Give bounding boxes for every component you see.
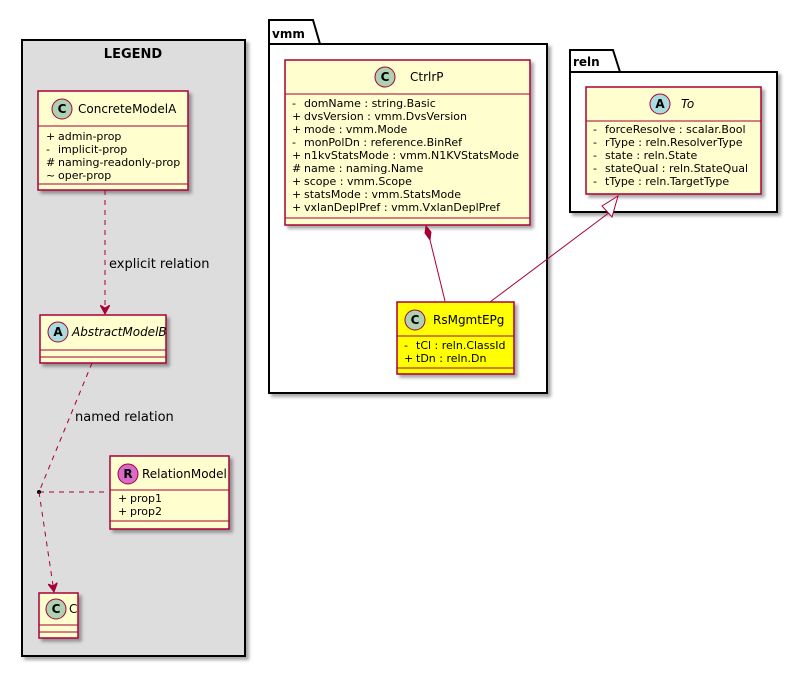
attr-visibility: + (292, 188, 301, 201)
class-c-icon (404, 309, 426, 331)
class-name: CtrlrP (410, 70, 444, 84)
explicit-relation-edge: explicit relation (105, 190, 209, 314)
attr-visibility: - (292, 97, 296, 110)
attr-visibility: + (292, 110, 301, 123)
attr-statequal: stateQual : reln.StateQual (605, 162, 748, 175)
class-name: ConcreteModelA (78, 102, 177, 116)
reln-package-name: reln (573, 55, 600, 69)
ctrlrp-class[interactable]: C CtrlrP - domName : string.Basic + dvsV… (284, 59, 531, 226)
rsmgmtepg-class[interactable]: C RsMgmtEPg - tCl : reln.ClassId + tDn :… (396, 301, 515, 375)
legend-title: LEGEND (104, 47, 163, 62)
prop-visibility: ~ (46, 169, 55, 182)
prop-naming-readonly: naming-readonly-prop (58, 156, 180, 169)
inheritance-edge (489, 194, 619, 303)
attr-visibility: - (404, 339, 408, 352)
class-c-icon (45, 598, 67, 620)
attr-visibility: - (292, 136, 296, 149)
attr-mode: mode : vmm.Mode (304, 123, 408, 136)
attr-visibility: + (292, 149, 301, 162)
attr-ttype: tType : reln.TargetType (605, 175, 729, 188)
attr-rtype: rType : reln.ResolverType (605, 136, 743, 149)
attr-visibility: - (593, 175, 597, 188)
attr-visibility: # (292, 162, 301, 175)
abstract-model-b-class[interactable]: A AbstractModelB (39, 314, 167, 364)
prop-visibility: + (118, 492, 127, 505)
prop-admin: admin-prop (58, 130, 121, 143)
class-r-icon (117, 463, 139, 485)
class-a-icon (649, 93, 671, 115)
class-a-icon (47, 321, 69, 343)
prop-prop1: prop1 (130, 492, 162, 505)
attr-domname: domName : string.Basic (304, 97, 436, 110)
class-name: RsMgmtEPg (433, 313, 504, 327)
class-stereotype-letter: R (123, 467, 132, 481)
attr-visibility: - (593, 136, 597, 149)
class-stereotype-letter: A (53, 325, 63, 339)
composition-edge (424, 224, 446, 302)
explicit-relation-label: explicit relation (109, 257, 209, 272)
attr-visibility: + (292, 201, 301, 214)
attr-visibility: + (292, 175, 301, 188)
class-stereotype-letter: C (58, 102, 67, 116)
composition-diamond-icon (424, 224, 432, 242)
class-stereotype-letter: C (52, 602, 61, 616)
class-name: AbstractModelB (71, 325, 167, 339)
prop-prop2: prop2 (130, 505, 162, 518)
named-relation-edge: named relation (37, 362, 174, 592)
attr-tdn: tDn : reln.Dn (416, 352, 486, 365)
attr-name: name : naming.Name (304, 162, 424, 175)
class-name: To (681, 97, 694, 111)
attr-n1kvstatsmode: n1kvStatsMode : vmm.N1KVStatsMode (304, 149, 519, 162)
prop-visibility: + (118, 505, 127, 518)
class-stereotype-letter: C (411, 313, 420, 327)
attr-vxlandeplpref: vxlanDeplPref : vmm.VxlanDeplPref (304, 201, 501, 214)
attr-visibility: - (593, 123, 597, 136)
class-stereotype-letter: A (655, 97, 665, 111)
attr-scope: scope : vmm.Scope (304, 175, 412, 188)
attr-visibility: + (292, 123, 301, 136)
attr-statsmode: statsMode : vmm.StatsMode (304, 188, 461, 201)
prop-visibility: - (46, 143, 50, 156)
attr-dvsversion: dvsVersion : vmm.DvsVersion (304, 110, 467, 123)
prop-visibility: # (46, 156, 55, 169)
attr-visibility: + (404, 352, 413, 365)
attr-forceresolve: forceResolve : scalar.Bool (605, 123, 746, 136)
class-name: RelationModel (142, 467, 227, 481)
class-name: C (69, 602, 77, 616)
attr-tcl: tCl : reln.ClassId (416, 339, 506, 352)
to-class[interactable]: A To - forceResolve : scalar.Bool - rTyp… (585, 86, 762, 195)
class-c-icon (51, 98, 73, 120)
prop-implicit: implicit-prop (58, 143, 127, 156)
class-c-icon (374, 66, 396, 88)
attr-visibility: - (593, 149, 597, 162)
attr-state: state : reln.State (605, 149, 697, 162)
concrete-model-a-class[interactable]: C ConcreteModelA + admin-prop - implicit… (37, 90, 189, 191)
inheritance-triangle-icon (601, 194, 619, 219)
attr-monpoldn: monPolDn : reference.BinRef (304, 136, 463, 149)
relation-model-class[interactable]: R RelationModel + prop1 + prop2 (109, 455, 230, 530)
named-relation-label: named relation (75, 410, 174, 425)
c-class[interactable]: C C (38, 592, 79, 639)
prop-oper: oper-prop (58, 169, 111, 182)
class-stereotype-letter: C (381, 70, 390, 84)
attr-visibility: - (593, 162, 597, 175)
vmm-package-name: vmm (272, 27, 305, 41)
prop-visibility: + (46, 130, 55, 143)
